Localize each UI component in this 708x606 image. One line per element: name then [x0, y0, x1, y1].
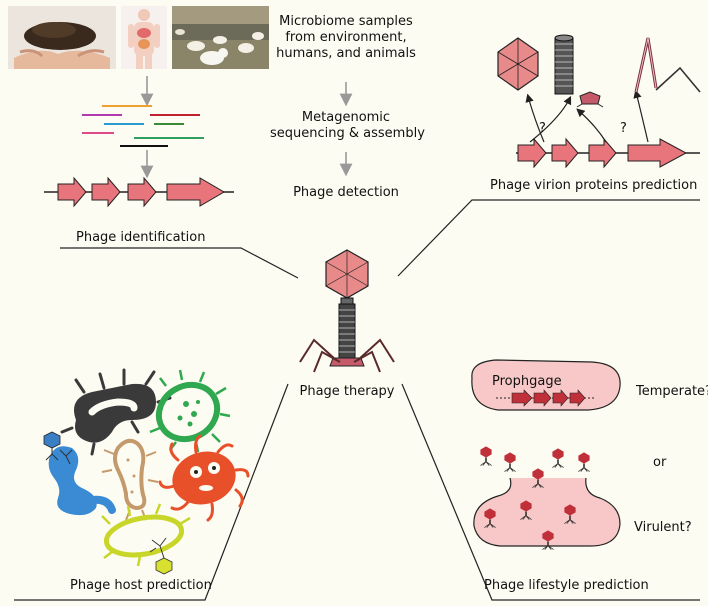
sequencing-reads: [82, 105, 204, 147]
phage-genome-identification: [44, 176, 234, 208]
virion-genome: [516, 137, 700, 169]
prophage-cell: [471, 359, 621, 411]
lysing-cell: [473, 477, 621, 547]
capsid-icon: [497, 37, 539, 91]
phage-therapy-label: Phage therapy: [299, 384, 395, 399]
phage-host-label: Phage host prediction: [70, 578, 212, 593]
baseplate-icon: [576, 91, 604, 108]
or-label: or: [653, 455, 667, 470]
virion-question-1: ?: [539, 121, 546, 136]
tail-fiber-icon: [634, 37, 701, 93]
prophage-label: Prophgage: [492, 374, 562, 389]
phage-identification-label: Phage identification: [76, 230, 206, 245]
virion-question-2: ?: [620, 121, 627, 136]
sequencing-label: Metagenomic sequencing & assembly: [270, 110, 425, 142]
phage-icon: [299, 249, 395, 373]
temperate-label: Temperate?: [636, 384, 708, 399]
phage-lifestyle-label: Phage lifestyle prediction: [484, 578, 649, 593]
phage-detection-label: Phage detection: [293, 185, 399, 200]
samples-line-3: humans, and animals: [276, 46, 416, 61]
connector-lines: [14, 199, 700, 601]
samples-line-2: from environment,: [285, 30, 407, 45]
sequencing-line-2: sequencing & assembly: [270, 126, 425, 141]
virulent-label: Virulent?: [634, 520, 692, 535]
samples-label: Microbiome samples from environment, hum…: [270, 14, 422, 62]
tail-tube-icon: [554, 34, 574, 95]
samples-line-1: Microbiome samples: [279, 14, 413, 29]
human-anatomy-photo: [121, 6, 167, 69]
bacteria-icon: [43, 368, 250, 575]
virion-prediction-arrows: [525, 89, 649, 143]
phage-virion-label: Phage virion proteins prediction: [490, 178, 698, 193]
poultry-photo: [172, 6, 269, 69]
soil-photo: [8, 6, 116, 69]
sequencing-line-1: Metagenomic: [301, 110, 391, 125]
